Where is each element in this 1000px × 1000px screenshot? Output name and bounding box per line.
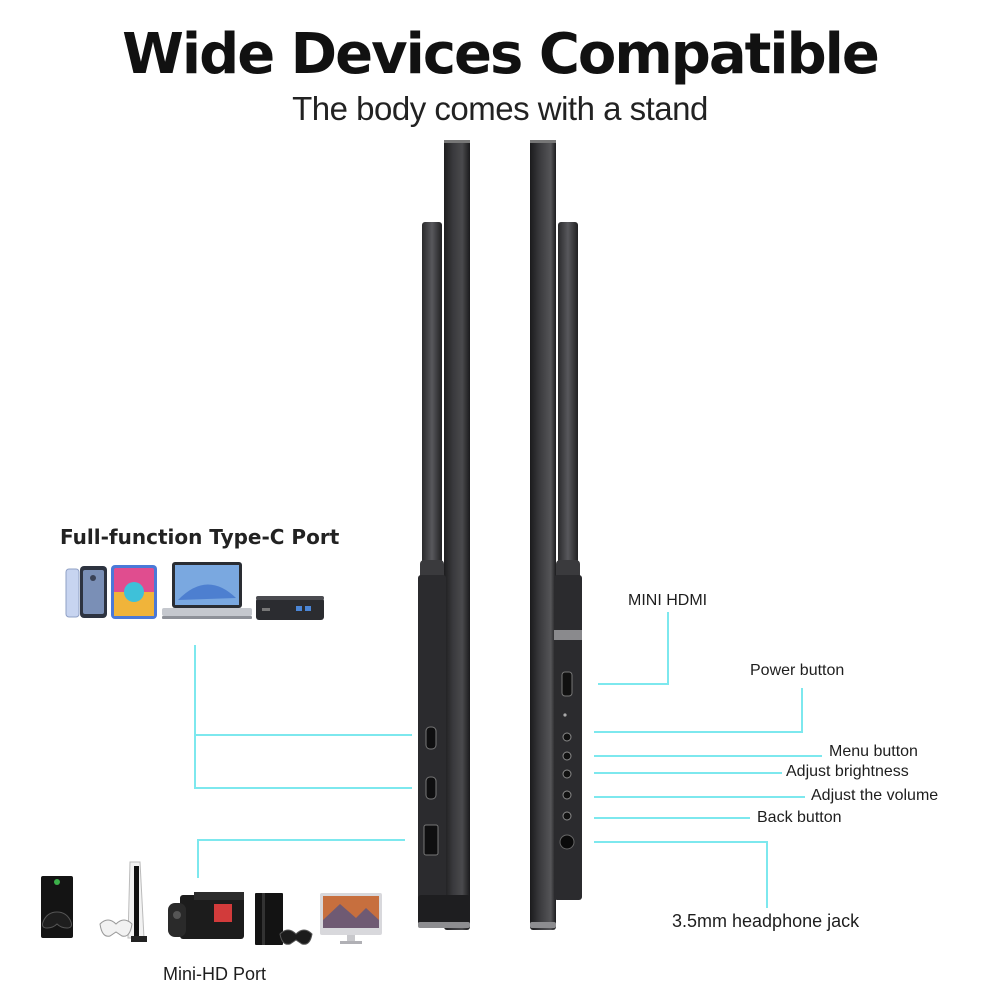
volume-label: Adjust the volume xyxy=(811,787,939,804)
tablet-icon xyxy=(111,565,157,619)
switch-console-icon xyxy=(168,892,244,939)
brightness-button-icon xyxy=(562,769,572,779)
back-button-label: Back button xyxy=(757,809,842,826)
typec-port-label: Full-function Type-C Port xyxy=(60,525,340,549)
back-button-icon xyxy=(562,811,572,821)
right-monitor-side xyxy=(530,140,582,930)
headphone-jack-label: 3.5mm headphone jack xyxy=(672,911,860,931)
volume-button-icon xyxy=(562,790,572,800)
ps4-console-icon xyxy=(255,893,313,945)
left-callout-lines xyxy=(194,645,412,878)
minihd-device-row xyxy=(41,861,382,945)
power-indicator-icon xyxy=(563,713,567,717)
mini-hdmi-label: MINI HDMI xyxy=(628,592,708,609)
mini-hdmi-port-icon xyxy=(423,824,439,856)
brightness-label: Adjust brightness xyxy=(786,763,909,780)
page-title: Wide Devices Compatible xyxy=(122,22,880,87)
typec-port-1-icon xyxy=(425,726,437,750)
xbox-console-icon xyxy=(41,876,73,938)
page-subtitle: The body comes with a stand xyxy=(292,90,708,127)
power-button-label: Power button xyxy=(750,662,845,679)
left-monitor-side xyxy=(418,140,470,930)
minihd-port-label: Mini-HD Port xyxy=(163,964,267,984)
menu-button-label: Menu button xyxy=(829,743,918,760)
power-button-icon xyxy=(562,732,572,742)
ps5-console-icon xyxy=(99,861,147,942)
mini-pc-icon xyxy=(256,596,324,620)
headphone-jack-icon xyxy=(559,834,575,850)
right-callout-lines xyxy=(594,612,822,908)
laptop-icon xyxy=(162,562,252,619)
typec-device-row xyxy=(65,562,324,620)
menu-button-icon xyxy=(562,751,572,761)
imac-icon xyxy=(320,893,382,944)
phone-icon xyxy=(65,566,107,618)
mini-hdmi-icon xyxy=(561,671,573,697)
typec-port-2-icon xyxy=(425,776,437,800)
